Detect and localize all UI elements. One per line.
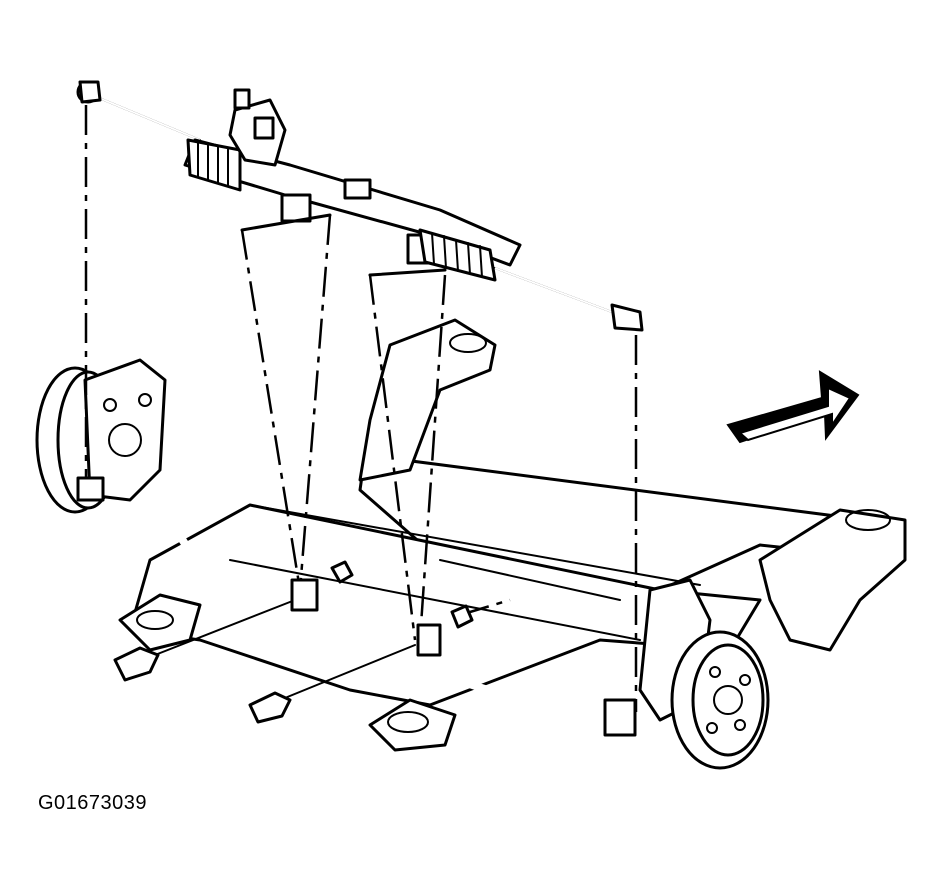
mounting-bolts	[113, 560, 474, 724]
steering-gear	[76, 80, 644, 332]
alignment-lines	[84, 105, 638, 712]
left-steering-knuckle	[35, 358, 167, 514]
forward-direction-arrow	[726, 370, 860, 444]
right-steering-knuckle	[603, 578, 770, 770]
front-crossmember	[118, 318, 907, 752]
figure-id-caption: G01673039	[38, 792, 148, 814]
stabilizer-bar	[146, 506, 664, 710]
